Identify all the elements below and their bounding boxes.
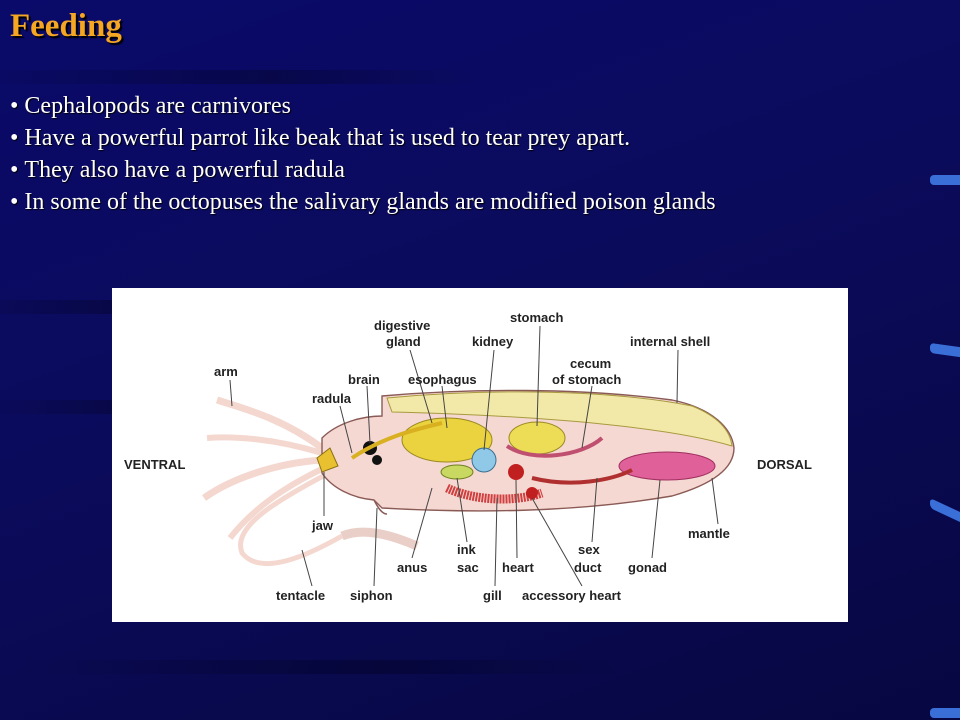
label-mantle: mantle [688,526,730,541]
label-kidney: kidney [472,334,514,349]
kidney [471,447,497,473]
label-stomach: stomach [510,310,564,325]
siphon [373,499,388,515]
bullet-item: In some of the octopuses the salivary gl… [10,186,868,218]
label-brain: brain [348,372,380,387]
label-gill: gill [483,588,502,603]
bullet-item: Have a powerful parrot like beak that is… [10,122,868,154]
radula-dot [372,455,382,465]
label-tentacle: tentacle [276,588,325,603]
label-dorsal: DORSAL [757,457,812,472]
label-siphon: siphon [350,588,393,603]
stomach [508,421,566,455]
squid-anatomy-diagram: VENTRAL DORSAL arm radula brain digestiv… [112,288,848,622]
label-digestive-gland: digestive [374,318,430,333]
esophagus [350,421,443,460]
edge-decoration [930,498,960,522]
label-internal-shell: internal shell [630,334,710,349]
jaw [316,447,339,473]
gonad [618,451,716,481]
label-gonad: gonad [628,560,667,575]
heart [508,464,524,480]
label-digestive-gland: gland [386,334,421,349]
label-esophagus: esophagus [408,372,477,387]
label-sex-duct: sex [578,542,600,557]
leader-lines [229,325,719,587]
edge-decoration [930,342,960,358]
edge-decoration [930,708,960,718]
label-ink-sac: sac [457,560,479,575]
label-sex-duct: duct [574,560,602,575]
label-radula: radula [312,391,352,406]
internal-shell [386,391,733,447]
accessory-heart [526,487,538,499]
background-streak [20,660,620,674]
label-heart: heart [502,560,534,575]
cecum [505,436,604,458]
slide-title: Feeding [10,8,122,44]
edge-decoration [930,175,960,185]
diagram-svg: VENTRAL DORSAL arm radula brain digestiv… [124,310,812,603]
background-streak [0,70,480,84]
label-cecum: cecum [570,356,611,371]
label-jaw: jaw [311,518,334,533]
ink-sac [440,464,474,480]
label-anus: anus [397,560,427,575]
label-ink-sac: ink [457,542,477,557]
label-cecum: of stomach [552,372,621,387]
sex-duct [531,468,633,485]
label-ventral: VENTRAL [124,457,185,472]
label-accessory-heart: accessory heart [522,588,622,603]
bullet-item: They also have a powerful radula [10,154,868,186]
label-arm: arm [214,364,238,379]
bullet-item: Cephalopods are carnivores [10,90,868,122]
bullet-list: Cephalopods are carnivores Have a powerf… [10,90,868,218]
